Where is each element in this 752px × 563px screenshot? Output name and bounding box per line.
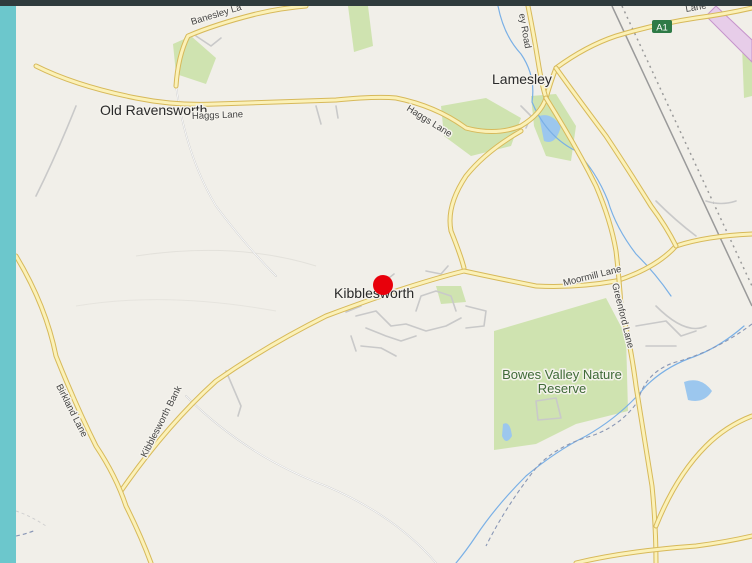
minor-road: [705, 200, 737, 205]
minor-road: [315, 105, 322, 125]
boundary-line: [485, 323, 752, 547]
terrain-contour: [75, 299, 277, 312]
map-canvas[interactable]: A1 Old Ravensworth Lamesley Kibblesworth…: [16, 6, 752, 563]
minor-road: [335, 105, 339, 119]
park-area: [348, 6, 373, 52]
river: [455, 325, 745, 563]
road-label-haggs-lane-west: Haggs Lane: [192, 109, 244, 122]
place-label-lamesley: Lamesley: [492, 71, 552, 87]
top-strip: [0, 0, 752, 6]
terrain-contour: [135, 249, 317, 267]
minor-road: [225, 370, 242, 417]
main-roads: [16, 6, 752, 563]
a1-road-shield: A1: [652, 20, 672, 34]
pond: [684, 380, 712, 401]
minor-road: [35, 105, 77, 197]
railway: [611, 6, 752, 307]
map-view[interactable]: A1 Old Ravensworth Lamesley Kibblesworth…: [16, 6, 752, 563]
minor-road: [655, 305, 707, 330]
location-marker[interactable]: [373, 275, 393, 295]
place-label-kibblesworth: Kibblesworth: [334, 285, 414, 301]
park-label-bowes-valley-line1: Bowes Valley Nature: [502, 367, 622, 382]
place-label-old-ravensworth: Old Ravensworth: [100, 102, 207, 118]
track: [16, 510, 47, 527]
park-label-bowes-valley-line2: Reserve: [538, 381, 586, 396]
boundary-line: [16, 529, 37, 537]
pond: [502, 423, 512, 441]
minor-road: [655, 200, 697, 237]
motorway-a1: [705, 6, 752, 63]
bowes-valley-park: [494, 298, 628, 450]
park-area: [436, 286, 466, 304]
road-label-lane-top: Lane: [685, 6, 708, 15]
a1-label: A1: [656, 23, 668, 34]
pond: [539, 115, 561, 142]
